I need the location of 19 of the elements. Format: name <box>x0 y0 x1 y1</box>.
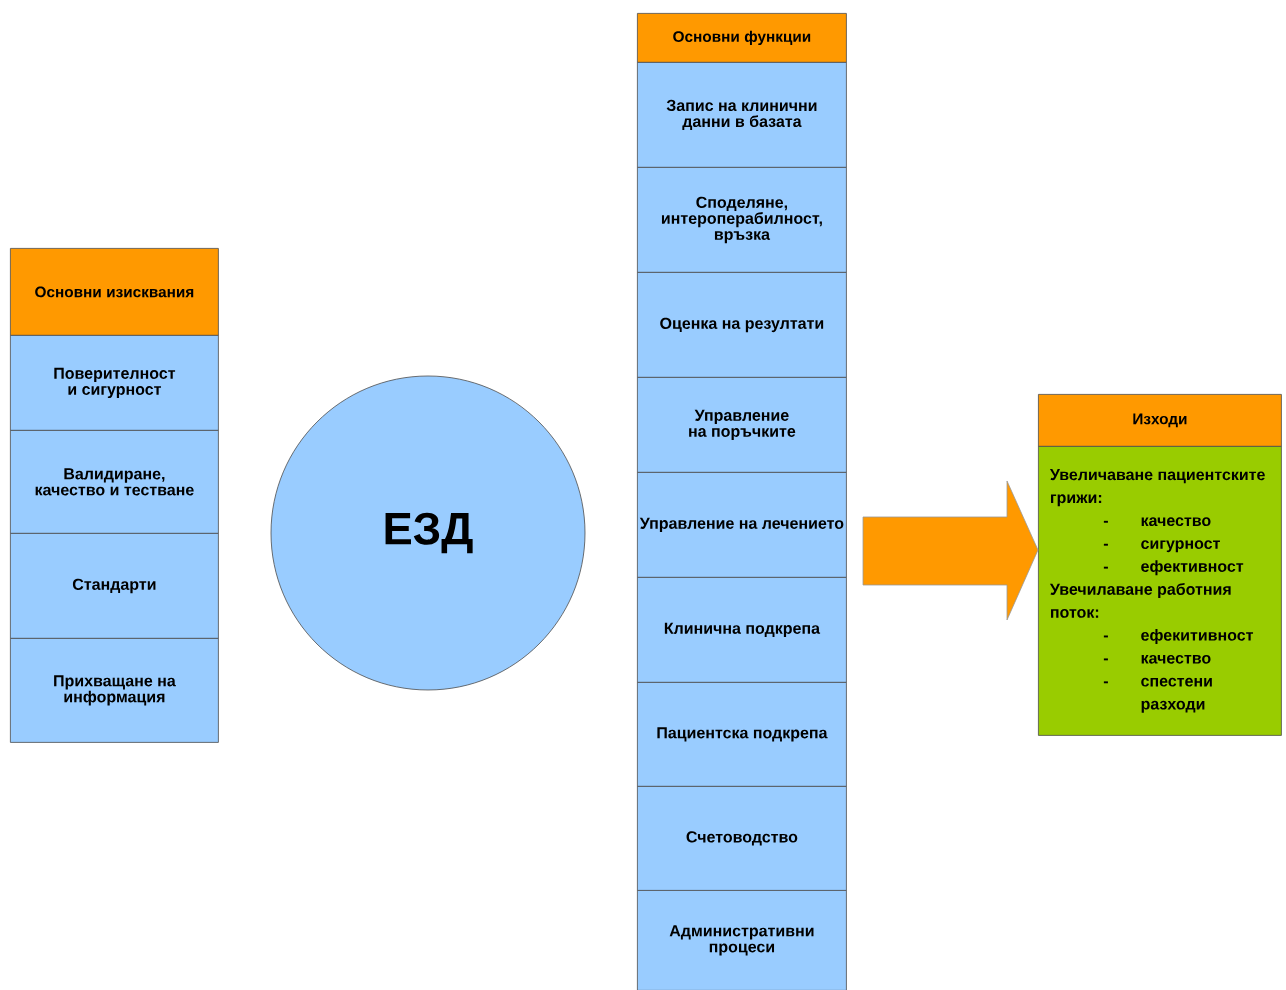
node-label: Административни процеси <box>669 925 814 956</box>
header-band: Изходи <box>1038 394 1282 447</box>
cell-box: Оценка на резултати <box>637 272 847 378</box>
cell-box: Управление на поръчките <box>637 377 847 473</box>
arrow <box>862 480 1039 621</box>
header-band: Основни функции <box>637 13 847 63</box>
cell-box: Прихващане на информация <box>10 638 219 743</box>
header-band: Основни изисквания <box>10 248 219 336</box>
cell-box: Поверителност и сигурност <box>10 335 219 431</box>
cell-box: Административни процеси <box>637 890 847 990</box>
cell-box: Клинична подкрепа <box>637 577 847 683</box>
cell-box: Пациентска подкрепа <box>637 682 847 787</box>
cell-box: Споделяне, интероперабилност, връзка <box>637 167 847 273</box>
cell-box: Управление на лечението <box>637 472 847 578</box>
cell-box: Валидиране, качество и тестване <box>10 430 219 534</box>
cell-box: Счетоводство <box>637 786 847 891</box>
outcome-box: Увеличаване пациентските грижи: - качество - сигурност - ефективност Увечилаване работния поток: - ефекитивност - качество - спестени разходи <box>1038 446 1282 736</box>
cell-box: Запис на клинични данни в базата <box>637 62 847 168</box>
cell-box: Стандарти <box>10 533 219 639</box>
